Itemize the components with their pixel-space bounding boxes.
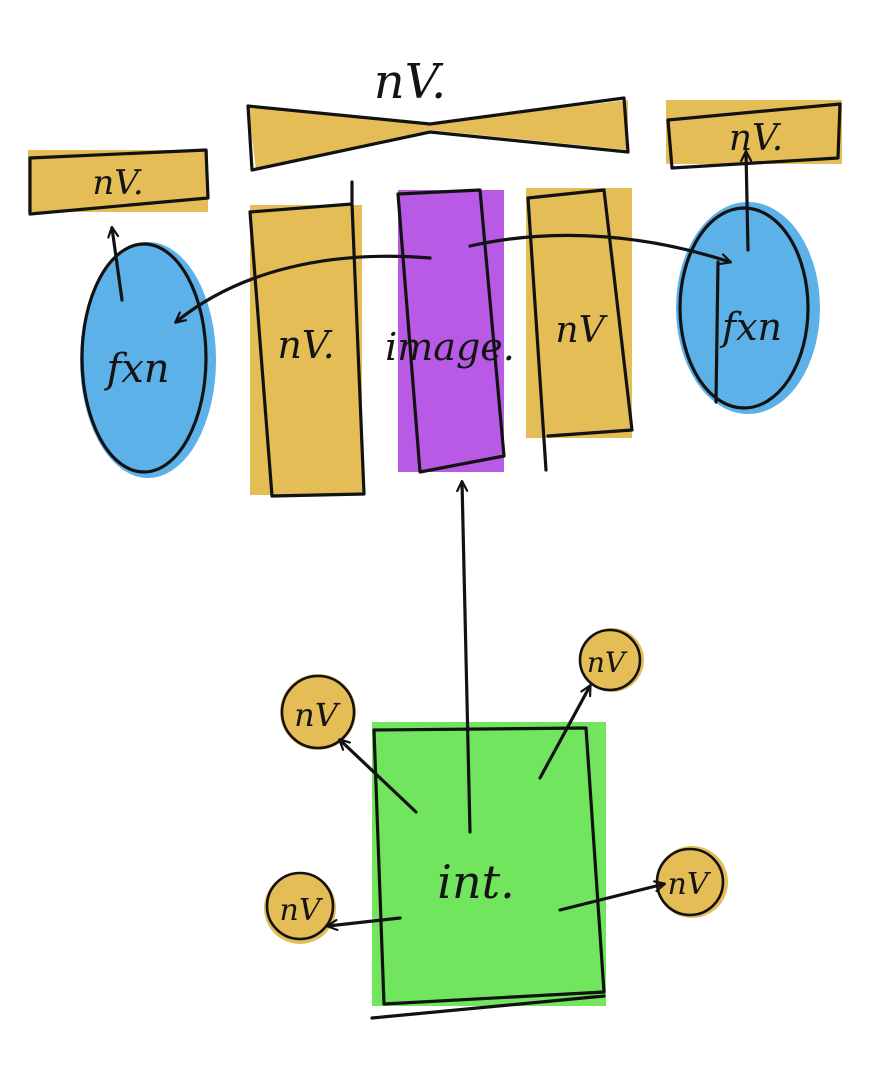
interaction-box: int. [370,722,606,1020]
node-lower-left-label: nV [280,893,324,928]
left-tag-outline [28,148,210,216]
left-fn-node: fxn [80,242,216,478]
center-column: image. [385,188,515,474]
interaction-box-label: int. [437,855,514,909]
left-column-label: nV. [277,323,334,367]
arrow-int-to-upper-right [538,686,592,780]
right-column-label: nV [555,310,608,351]
node-upper-left-label: nV [294,696,341,734]
left-column: nV. [248,180,366,498]
top-bar: nV. [246,54,630,172]
arrow-left-fn-to-tag [112,228,124,302]
interaction-box-shape [372,722,606,1006]
node-lower-right-label: nV [668,867,712,902]
left-tag-label: nV. [92,163,143,203]
node-upper-right-outline [578,628,642,692]
node-lower-left-outline [265,871,335,941]
left-fn-outline [80,242,208,474]
center-column-label: image. [385,325,515,369]
right-column-shape [526,188,632,438]
right-tag-label: nV. [729,118,783,159]
right-tag: nV. [666,100,842,170]
arrow-right-fn-to-tag [746,152,748,252]
node-upper-left-shape [280,674,356,750]
top-bar-label: nV. [374,54,446,110]
top-bar-outline [246,96,630,172]
right-column: nV [526,188,634,472]
left-column-outline [248,180,366,498]
node-lower-right: nV [655,846,728,918]
arrow-int-to-lower-left [328,916,402,926]
left-tag: nV. [28,148,210,216]
arrow-image-to-left-fn [176,254,432,322]
right-column-outline [526,188,634,472]
node-lower-left: nV [264,871,336,944]
right-fn-outline [678,206,810,410]
center-column-outline [396,188,506,474]
arrow-int-to-image [462,482,472,834]
node-upper-right-shape [580,628,644,692]
left-fn-label: fxn [103,346,169,392]
arrow-int-to-upper-left [340,740,418,814]
top-bar-shape [248,100,628,170]
node-lower-left-shape [264,872,336,944]
arrow-int-to-lower-right [558,884,664,912]
node-upper-left: nV [280,674,356,750]
arrow-image-to-right-fn [468,233,730,262]
interaction-box-outline [370,726,606,1020]
arrow-right-fn-stem [714,260,720,404]
left-fn-shape [80,242,216,478]
right-tag-outline [666,102,842,170]
node-upper-right-label: nV [587,646,628,679]
right-fn-label: fxn [719,305,782,349]
connectors [112,152,748,926]
node-upper-left-outline [280,674,356,750]
node-lower-right-shape [656,846,728,918]
node-upper-right: nV [578,628,644,692]
